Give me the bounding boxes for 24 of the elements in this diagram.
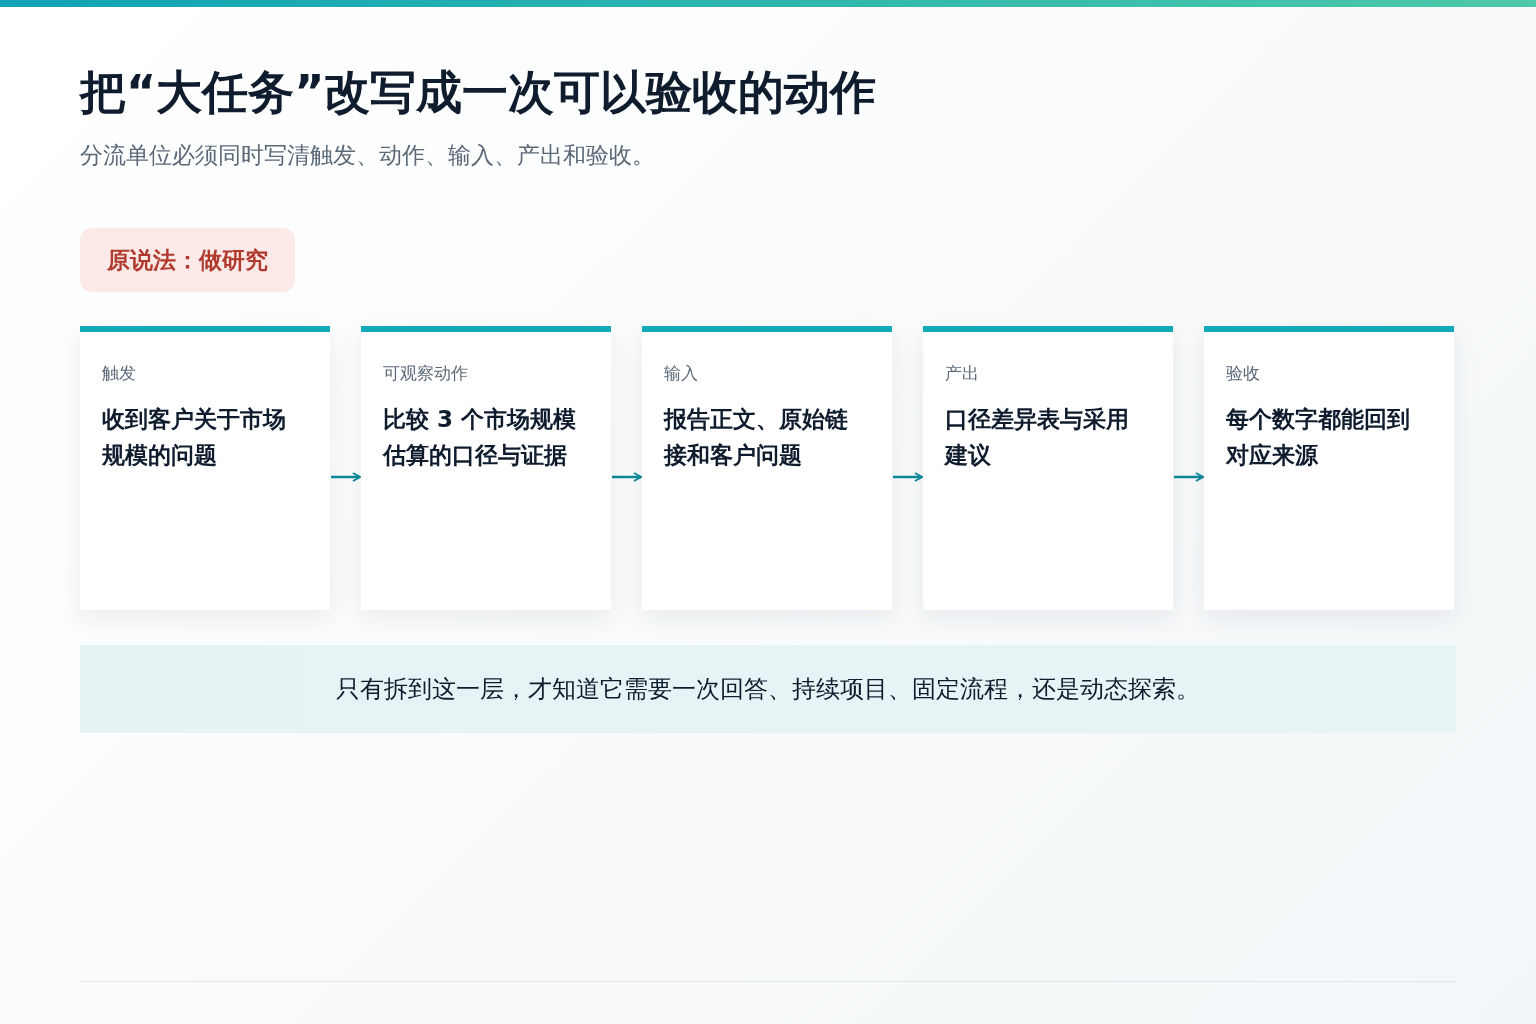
step-card: [361, 326, 611, 610]
step-card: [923, 326, 1173, 610]
step-card: [1204, 326, 1454, 610]
title: 把“大任务”改写成一次可以验收的动作: [80, 64, 877, 121]
step-text: 报告正文、原始链接和客户问题: [664, 405, 849, 470]
step-text: 口径差异表与采用建议: [945, 405, 1130, 470]
badge-text: 原说法：做研究: [107, 245, 268, 275]
subtitle: 分流单位必须同时写清触发、动作、输入、产出和验收。: [80, 141, 655, 170]
step-label: 验收: [1226, 362, 1261, 385]
arrow: [612, 472, 642, 482]
arrow: [893, 472, 923, 482]
step-text: 收到客户关于市场规模的问题: [102, 405, 287, 470]
step-label: 产出: [945, 362, 980, 385]
step-card: [642, 326, 892, 610]
step-label: 可观察动作: [383, 362, 469, 385]
step-label: 输入: [664, 362, 699, 385]
step-text: 每个数字都能回到对应来源: [1226, 405, 1411, 470]
step-card: [80, 326, 330, 610]
step-label: 触发: [102, 362, 137, 385]
arrow: [1174, 472, 1204, 482]
arrow: [331, 472, 361, 482]
tag-badge: [80, 228, 295, 292]
step-text: 比较 3 个市场规模估算的口径与证据: [383, 405, 578, 470]
note-text: 只有拆到这一层，才知道它需要一次回答、持续项目、固定流程，还是动态探索。: [336, 674, 1200, 705]
